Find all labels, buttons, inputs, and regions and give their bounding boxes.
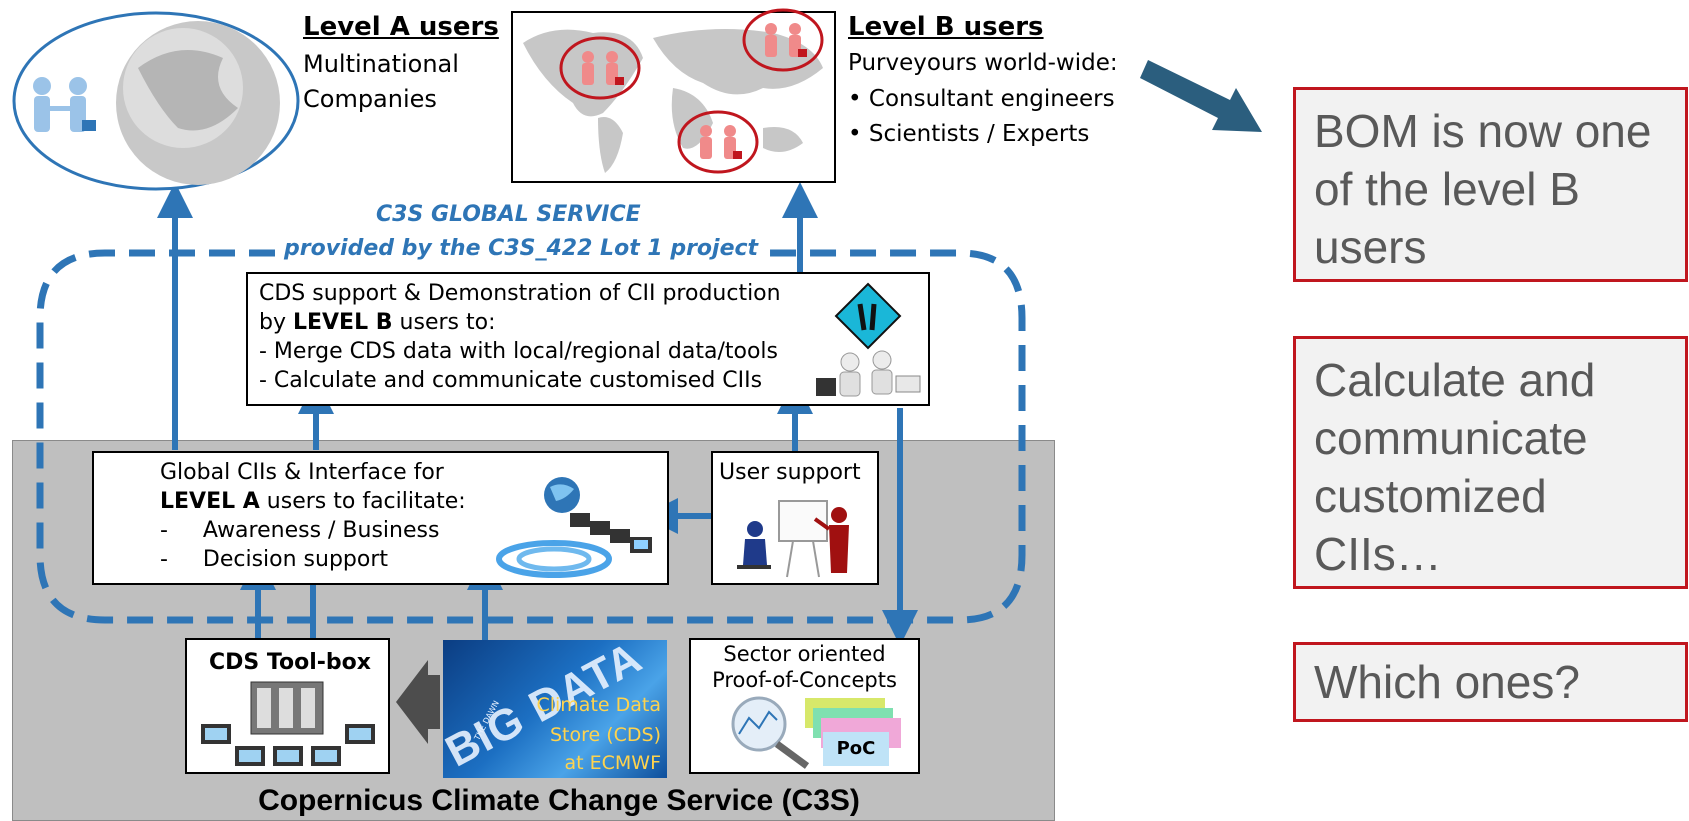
poc-badge: PoC xyxy=(823,732,889,766)
global-line2: LEVEL A users to facilitate: xyxy=(160,489,466,514)
level-b-title: Level B users xyxy=(848,12,1044,42)
global-ciis-box: Global CIIs & Interface for LEVEL A user… xyxy=(92,451,669,585)
level-b-bullet-1: • Consultant engineers xyxy=(848,86,1115,112)
poc-box: Sector oriented Proof-of-Concepts PoC xyxy=(689,638,920,774)
bullet-text-2: Scientists / Experts xyxy=(868,121,1090,147)
user-support-box: User support xyxy=(711,451,879,585)
level-b-line1: Purveyours world-wide: xyxy=(848,50,1118,76)
level-a-line2: Companies xyxy=(303,85,437,113)
level-a-line1: Multinational xyxy=(303,50,459,78)
support-line1: CDS support & Demonstration of CII produ… xyxy=(259,281,781,306)
support-line2-bold: LEVEL B xyxy=(292,310,393,335)
global-item-2-text: Decision support xyxy=(202,547,389,572)
global-line2-bold: LEVEL A xyxy=(160,489,260,514)
arrow-cds-to-toolbox xyxy=(396,660,440,744)
level-a-title: Level A users xyxy=(303,12,499,42)
level-b-map xyxy=(511,8,836,183)
global-item-2: - Decision support xyxy=(160,547,389,572)
cds-line3: at ECMWF xyxy=(564,752,661,774)
support-line2-suffix: users to: xyxy=(392,310,496,335)
level-b-bullet-2: • Scientists / Experts xyxy=(848,121,1090,147)
callout-which-ones: Which ones? xyxy=(1293,642,1688,722)
poc-line2: Proof-of-Concepts xyxy=(712,668,897,692)
callout-calculate: Calculate and communicate customized CII… xyxy=(1293,336,1688,589)
support-line2: by LEVEL B users to: xyxy=(259,310,495,335)
service-title: C3S GLOBAL SERVICE xyxy=(376,202,641,227)
people-meeting-icon xyxy=(816,282,921,397)
global-item-1-text: Awareness / Business xyxy=(202,518,440,543)
support-line3: - Merge CDS data with local/regional dat… xyxy=(259,339,778,364)
handshake-icon-americas xyxy=(559,36,641,100)
bullet-text-1: Consultant engineers xyxy=(868,86,1115,112)
poc-line1: Sector oriented xyxy=(723,642,886,666)
service-boundary xyxy=(36,249,1026,624)
support-line2-prefix: by xyxy=(259,310,293,335)
callout-bom: BOM is now one of the level B users xyxy=(1293,87,1688,282)
global-line2-suffix: users to facilitate: xyxy=(259,489,466,514)
user-support-label: User support xyxy=(719,460,861,485)
handshake-icon-africa xyxy=(677,110,759,174)
global-item-1: - Awareness / Business xyxy=(160,518,440,543)
c3s-footer-title: Copernicus Climate Change Service (C3S) xyxy=(258,784,860,817)
cds-toolbox-box: CDS Tool-box xyxy=(185,638,390,774)
big-arrow xyxy=(1140,60,1262,132)
service-subtitle: provided by the C3S_422 Lot 1 project xyxy=(278,236,765,261)
network-globe-icon xyxy=(496,477,652,578)
cds-line2: Store (CDS) xyxy=(549,724,661,746)
handshake-icon-asia xyxy=(742,8,824,72)
toolbox-label: CDS Tool-box xyxy=(209,650,371,675)
server-cluster-icon xyxy=(201,681,375,766)
climate-data-store-image: BIG DATA THE DAWN Climate Data Store (CD… xyxy=(443,640,667,778)
presenter-icon xyxy=(737,500,849,578)
cds-line1: Climate Data xyxy=(536,694,661,716)
level-a-globe xyxy=(12,11,300,191)
global-line1: Global CIIs & Interface for xyxy=(160,460,444,485)
support-line4: - Calculate and communicate customised C… xyxy=(259,368,763,393)
cds-support-box: CDS support & Demonstration of CII produ… xyxy=(246,272,930,406)
